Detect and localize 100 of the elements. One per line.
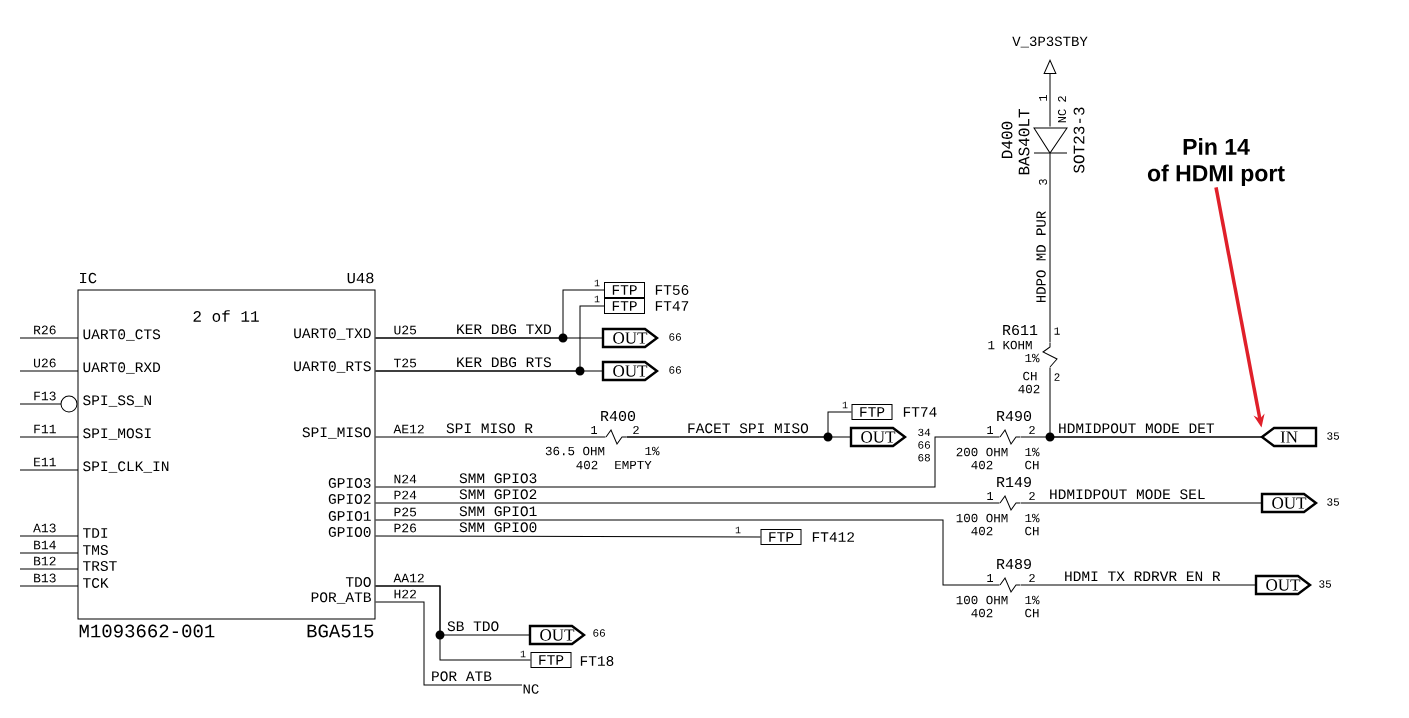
wire	[1020, 584, 1256, 586]
pin-number: 1	[842, 401, 848, 409]
pin-name: GPIO0	[328, 527, 371, 537]
unit-label: 2 of 11	[193, 310, 259, 322]
test-point-box: FTP	[760, 529, 802, 545]
net-label: POR ATB	[430, 670, 493, 682]
net-label: SMM GPIO3	[458, 472, 538, 484]
pin-number: 3	[1038, 179, 1048, 185]
resistor-symbol	[999, 495, 1021, 511]
test-point-box: FTP	[530, 652, 572, 668]
pin-number: 2	[1029, 574, 1035, 582]
test-point-label: FT18	[580, 656, 614, 666]
component-value: EMPTY	[615, 460, 652, 470]
pin-number: U26	[34, 358, 56, 368]
component-value: 402	[971, 526, 993, 536]
pin-number: P24	[394, 490, 417, 500]
net-label: HDMIDPOUT MODE DET	[1057, 422, 1216, 434]
pin-number: B12	[34, 556, 56, 566]
test-point-box: FTP	[604, 282, 645, 298]
port-connector: OUT	[601, 327, 659, 349]
pin-number: 2	[1058, 96, 1066, 102]
pin-name: SPI_MOSI	[83, 428, 151, 440]
component-value: CH	[1023, 371, 1037, 381]
diode-symbol	[1033, 127, 1068, 154]
pin-number: R26	[34, 325, 56, 335]
port-connector: OUT	[1260, 492, 1318, 514]
resistor-symbol	[1042, 342, 1058, 368]
wire	[1049, 153, 1051, 343]
test-point-label: FT47	[655, 301, 689, 311]
wire	[375, 305, 605, 372]
package-label: BGA515	[307, 624, 374, 638]
net-label: SMM GPIO1	[458, 505, 538, 517]
power-arrow	[1043, 59, 1057, 127]
port-connector: OUT	[849, 426, 907, 448]
component-value: 36.5 OHM	[545, 446, 605, 456]
component-value: 402	[971, 608, 993, 618]
component-value: CH	[1025, 460, 1039, 470]
pin-number: H22	[394, 589, 416, 599]
pin-number: 1	[520, 650, 526, 658]
pin-number: 1	[987, 426, 994, 434]
pin-name: GPIO3	[328, 478, 371, 488]
component-value: 1%	[1025, 595, 1040, 605]
component-value: 402	[1018, 384, 1040, 394]
pin-number: B13	[34, 573, 56, 583]
net-label: HDMI TX RDRVR EN R	[1063, 570, 1222, 582]
pin-number: 2	[633, 426, 639, 434]
pin-number: P26	[394, 523, 417, 533]
sheet-reference: 35	[1319, 580, 1331, 588]
annotation-text: Pin 14 of HDMI port	[1147, 138, 1285, 186]
resistor-symbol	[999, 429, 1021, 445]
port-connector: IN	[1260, 426, 1318, 448]
component-value: 402	[576, 460, 598, 470]
pin-number: 1	[987, 574, 994, 582]
power-net-label: V_3P3STBY	[1012, 36, 1088, 48]
pin-number: 1	[1054, 327, 1060, 335]
component-value: CH	[1025, 526, 1039, 536]
component-value: CH	[1025, 608, 1039, 618]
net-label: KER DBG RTS	[455, 356, 553, 368]
test-point-label: FT56	[655, 285, 689, 295]
pin-number: 2	[1029, 492, 1035, 500]
pin-number: U25	[394, 325, 417, 335]
wire	[375, 502, 1000, 504]
component-label: R489	[997, 558, 1031, 570]
component-value: 1 KOHM	[988, 340, 1032, 350]
component-value: 1%	[645, 446, 660, 456]
resistor-symbol	[999, 577, 1021, 593]
pin-name: TCK	[83, 578, 109, 588]
pin-number: T25	[394, 358, 417, 368]
pin-name: TDI	[83, 528, 108, 538]
port-connector: OUT	[1254, 574, 1312, 596]
sheet-reference: 66	[669, 366, 681, 374]
pin-number: AE12	[393, 424, 424, 434]
component-label: R149	[997, 476, 1031, 488]
component-value: BAS40LT	[1018, 109, 1030, 175]
pin-name: TRST	[83, 561, 117, 571]
sheet-reference: 66	[669, 333, 681, 341]
pin-name: UART0_CTS	[83, 329, 161, 341]
pin-name: SPI_MISO	[302, 427, 371, 439]
pin-number: A13	[33, 523, 56, 533]
component-label: R490	[997, 410, 1032, 422]
pin-name: GPIO2	[328, 494, 371, 504]
component-label: R400	[601, 410, 636, 422]
sheet-reference: 35	[1327, 498, 1339, 506]
part-number: M1093662-001	[79, 624, 215, 638]
pin-number: E11	[34, 457, 56, 467]
pin-number: 1	[987, 492, 994, 500]
pin-name: UART0_TXD	[294, 328, 371, 340]
net-label: FACET SPI MISO	[686, 422, 810, 434]
component-value: 100 OHM	[956, 595, 1008, 605]
wire	[375, 585, 531, 661]
pin-name: TDO	[345, 577, 371, 587]
pin-number: F13	[34, 391, 56, 401]
wire	[375, 535, 761, 538]
wire	[1020, 502, 1262, 504]
no-connect-label: NC	[523, 684, 539, 694]
component-value: 402	[971, 460, 993, 470]
pin-name: UART0_RTS	[294, 361, 371, 373]
pin-name: SPI_SS_N	[83, 395, 151, 407]
part-label: IC	[80, 272, 97, 284]
port-connector: OUT	[601, 360, 659, 382]
